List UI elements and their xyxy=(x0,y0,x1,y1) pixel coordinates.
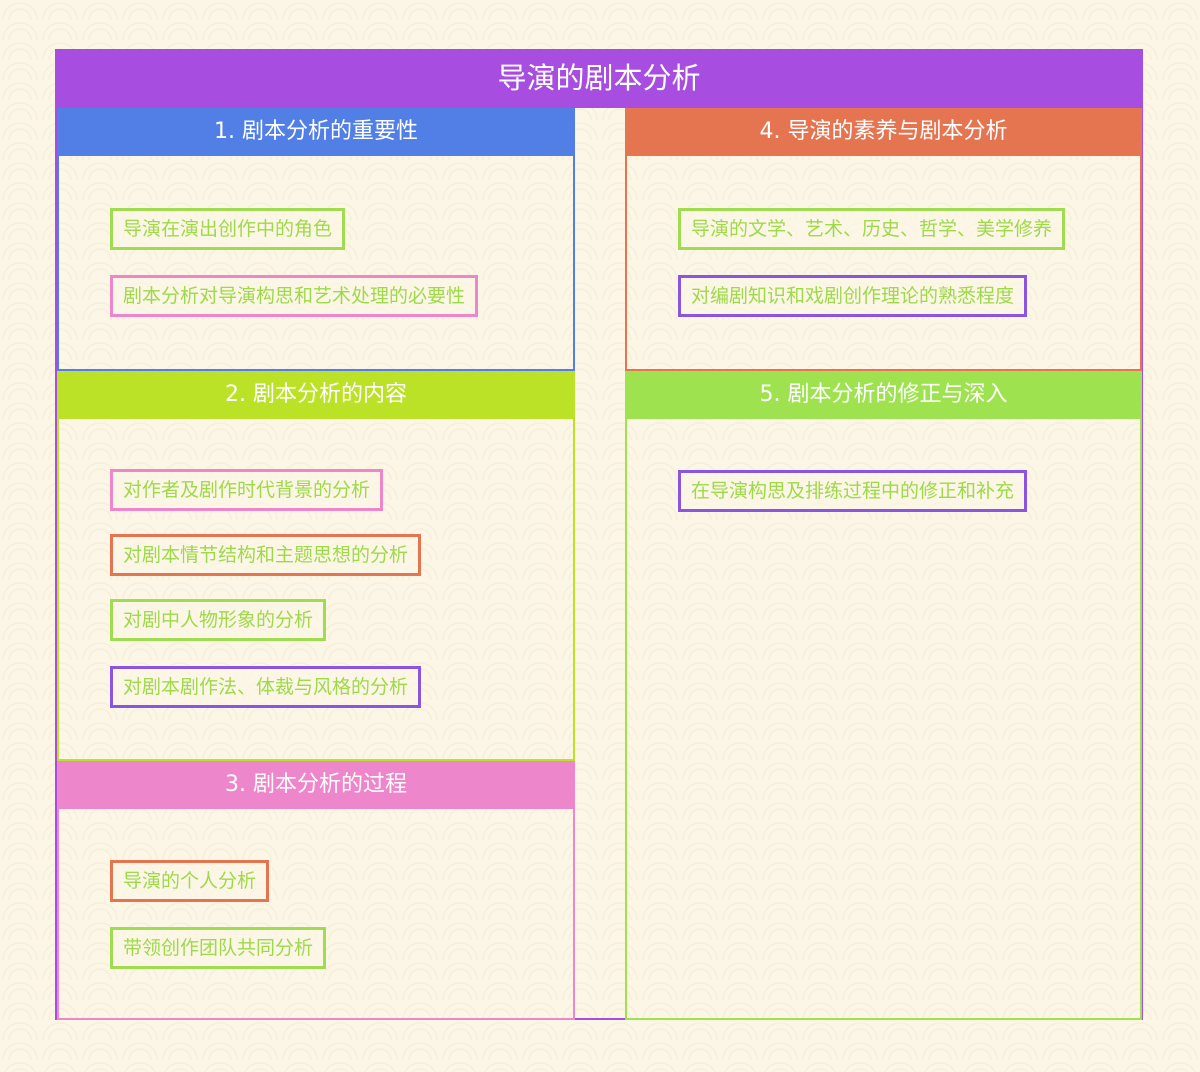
section-revision: 5. 剧本分析的修正与深入 在导演构思及排练过程中的修正和补充 xyxy=(625,371,1142,1020)
section-header: 3. 剧本分析的过程 xyxy=(57,761,575,809)
node-item: 对剧中人物形象的分析 xyxy=(110,599,327,641)
section-header: 5. 剧本分析的修正与深入 xyxy=(625,371,1142,419)
section-header: 1. 剧本分析的重要性 xyxy=(57,108,575,156)
node-item: 对剧本剧作法、体裁与风格的分析 xyxy=(110,666,422,708)
node-item: 在导演构思及排练过程中的修正和补充 xyxy=(678,470,1028,512)
section-importance: 1. 剧本分析的重要性 导演在演出创作中的角色 剧本分析对导演构思和艺术处理的必… xyxy=(57,108,575,371)
node-item: 导演的文学、艺术、历史、哲学、美学修养 xyxy=(678,208,1066,250)
diagram-title: 导演的剧本分析 xyxy=(55,49,1143,108)
section-header: 4. 导演的素养与剧本分析 xyxy=(625,108,1142,156)
node-item: 对编剧知识和戏剧创作理论的熟悉程度 xyxy=(678,275,1028,317)
section-director-literacy: 4. 导演的素养与剧本分析 导演的文学、艺术、历史、哲学、美学修养 对编剧知识和… xyxy=(625,108,1142,371)
section-content: 2. 剧本分析的内容 对作者及剧作时代背景的分析 对剧本情节结构和主题思想的分析… xyxy=(57,371,575,761)
node-item: 带领创作团队共同分析 xyxy=(110,927,327,969)
node-item: 对作者及剧作时代背景的分析 xyxy=(110,469,384,511)
node-item: 导演在演出创作中的角色 xyxy=(110,208,346,250)
node-item: 对剧本情节结构和主题思想的分析 xyxy=(110,534,422,576)
node-item: 导演的个人分析 xyxy=(110,860,270,902)
section-header: 2. 剧本分析的内容 xyxy=(57,371,575,419)
section-process: 3. 剧本分析的过程 导演的个人分析 带领创作团队共同分析 xyxy=(57,761,575,1020)
node-item: 剧本分析对导演构思和艺术处理的必要性 xyxy=(110,275,479,317)
